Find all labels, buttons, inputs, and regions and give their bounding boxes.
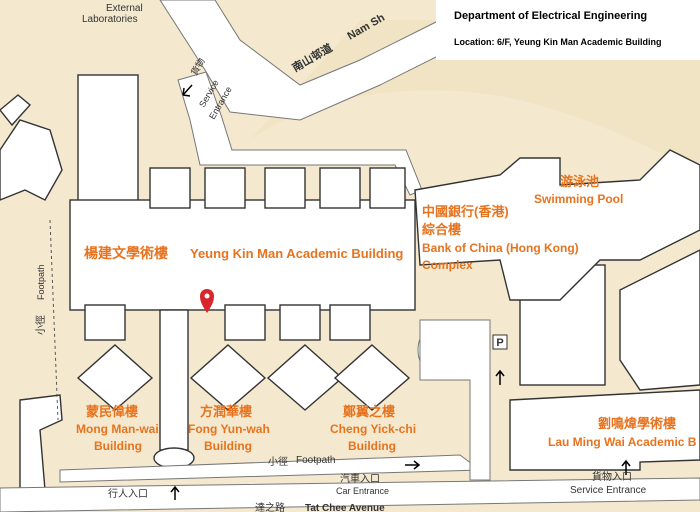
fong-en-label-1: Fong Yun-wah xyxy=(188,422,270,436)
service-entrance-bottom-zh: 貨物入口 xyxy=(592,470,632,483)
entrance-arrows xyxy=(170,84,631,500)
cheng-en-label-2: Building xyxy=(348,439,396,453)
mong-en-label-1: Mong Man-wai xyxy=(76,422,159,436)
pedestrian-entrance-zh: 行人入口 xyxy=(108,487,148,500)
footpath-bottom-zh: 小徑 xyxy=(268,455,288,468)
mong-en-label-2: Building xyxy=(94,439,142,453)
footpath-bottom-en: Footpath xyxy=(296,455,335,466)
cheng-en-label-1: Cheng Yick-chi xyxy=(330,422,416,436)
service-entrance-bottom-en: Service Entrance xyxy=(570,485,647,496)
parking-sign-icon xyxy=(492,334,508,350)
car-park-road xyxy=(419,319,491,481)
footpath-left-en: Footpath xyxy=(36,264,46,300)
lau-zh-label: 劉鳴煒學術樓 xyxy=(598,416,676,431)
tat-chee-en: Tat Chee Avenue xyxy=(305,503,385,512)
mong-zh-label: 蒙民偉樓 xyxy=(86,404,138,419)
location-marker-icon xyxy=(200,289,214,313)
yeung-zh-label: 楊建文學術樓 xyxy=(84,245,168,261)
boc-zh-label-1: 中國銀行(香港) xyxy=(422,204,509,219)
bank-of-china-complex xyxy=(414,149,700,386)
pool-en-label: Swimming Pool xyxy=(534,192,623,206)
info-box: Department of Electrical Engineering Loc… xyxy=(436,0,700,60)
lau-ming-wai-building xyxy=(509,389,700,471)
boc-en-label-2: Complex xyxy=(422,258,473,272)
tat-chee-zh: 達之路 xyxy=(255,501,285,512)
cheng-zh-label: 鄭翼之樓 xyxy=(343,404,395,419)
left-small-building xyxy=(0,94,32,127)
boc-en-label-1: Bank of China (Hong Kong) xyxy=(422,241,579,255)
parking-label: P xyxy=(496,337,503,349)
yeung-en-label: Yeung Kin Man Academic Building xyxy=(190,246,403,261)
car-entrance-zh: 汽車入口 xyxy=(340,472,380,485)
diamond-buildings xyxy=(76,344,411,411)
east-building xyxy=(619,249,700,391)
left-building-block xyxy=(0,119,63,201)
pool-zh-label: 游泳池 xyxy=(560,174,599,189)
location-text: Location: 6/F, Yeung Kin Man Academic Bu… xyxy=(454,37,662,47)
fong-zh-label: 方潤華樓 xyxy=(200,404,252,419)
external-labs-label-2: Laboratories xyxy=(82,14,138,25)
lau-en-label: Lau Ming Wai Academic B xyxy=(548,435,697,449)
footpath-left-zh: 小徑 xyxy=(34,315,47,335)
fong-en-label-2: Building xyxy=(204,439,252,453)
department-title: Department of Electrical Engineering xyxy=(454,10,648,22)
boc-zh-label-2: 綜合樓 xyxy=(422,222,461,237)
central-corridor xyxy=(159,309,189,451)
external-labs-label-1: External xyxy=(106,3,143,14)
yeung-kin-man-building xyxy=(69,74,416,341)
car-entrance-en: Car Entrance xyxy=(336,486,389,496)
hill-area xyxy=(250,20,700,170)
